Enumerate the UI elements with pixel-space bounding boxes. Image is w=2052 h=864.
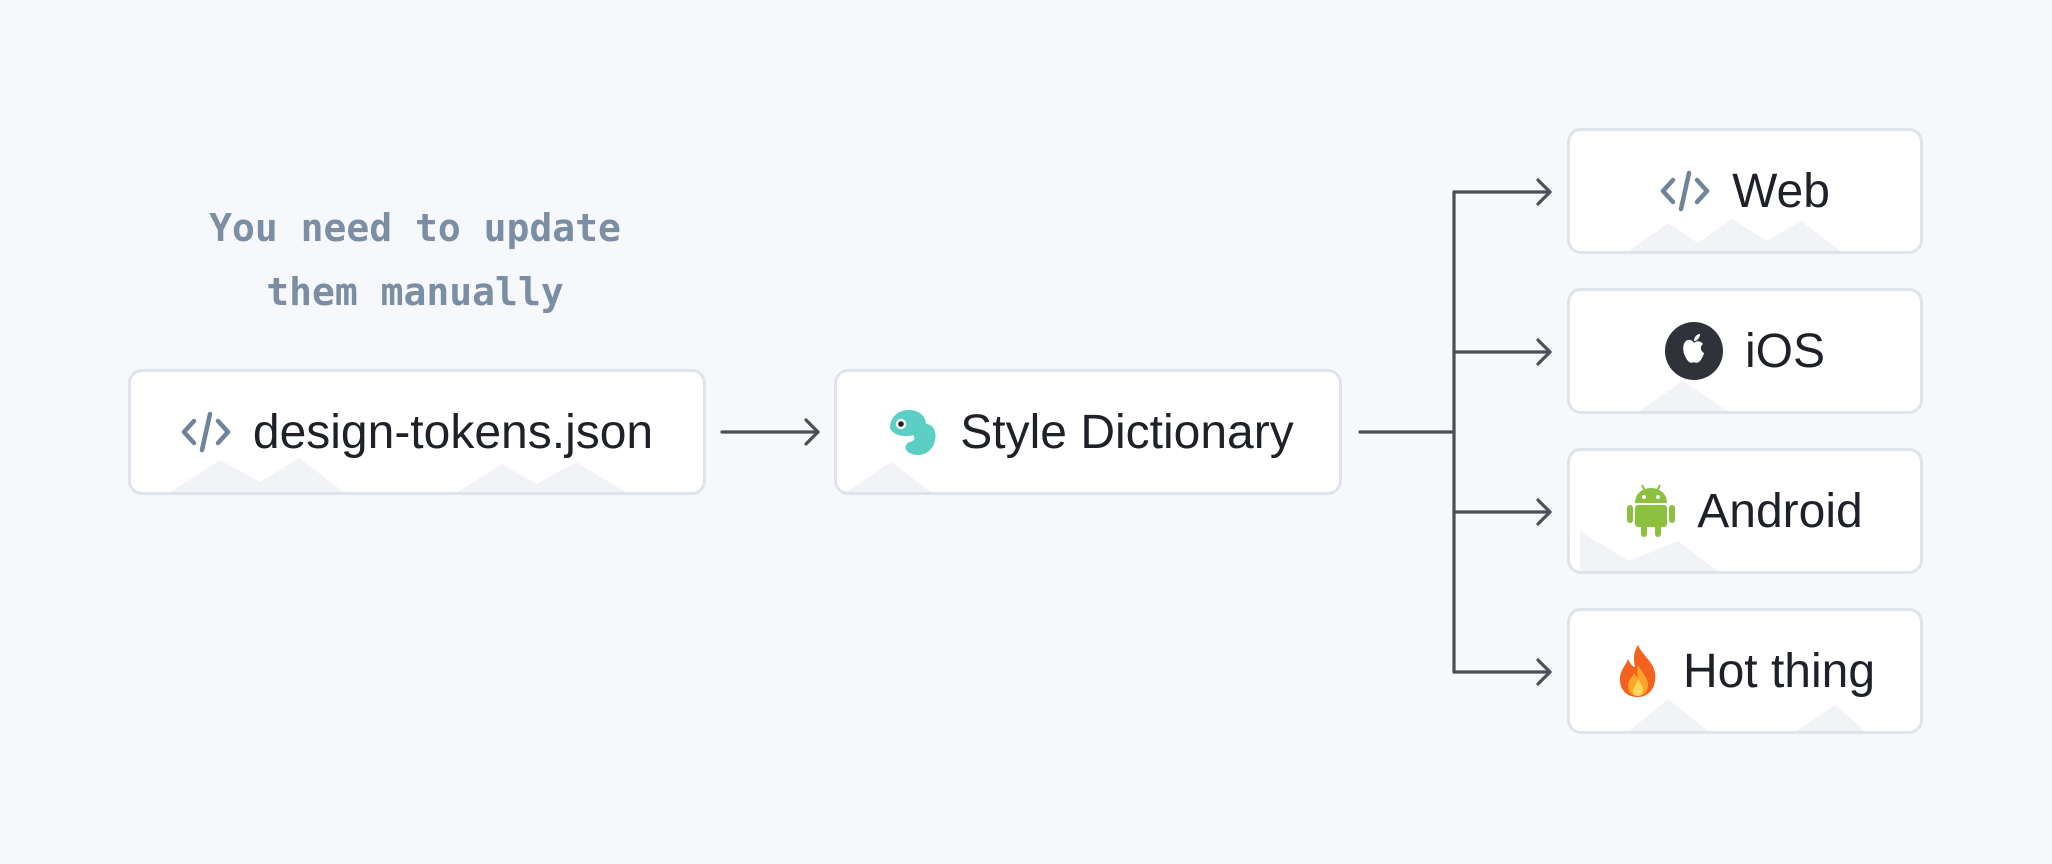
- arrow-to-ios: [1452, 338, 1552, 366]
- chameleon-icon: [882, 404, 938, 460]
- node-style-dictionary: Style Dictionary: [834, 369, 1342, 495]
- node-web: Web: [1567, 128, 1923, 254]
- android-icon: [1627, 483, 1676, 539]
- decorative-mountains: [846, 462, 931, 492]
- node-label: design-tokens.json: [252, 405, 654, 459]
- node-label: Web: [1732, 164, 1830, 218]
- fire-icon: [1615, 643, 1661, 699]
- note-line-2: them manually: [266, 270, 564, 314]
- node-label: Android: [1697, 484, 1863, 538]
- code-icon: [1660, 169, 1710, 213]
- arrow-to-hot-thing: [1452, 658, 1552, 686]
- code-icon: [181, 410, 231, 454]
- decorative-mountains: [1628, 219, 1841, 251]
- decorative-mountains: [1579, 531, 1718, 571]
- node-android: Android: [1567, 448, 1923, 574]
- node-label: iOS: [1744, 324, 1825, 378]
- node-ios: iOS: [1567, 288, 1923, 414]
- node-label: Hot thing: [1682, 644, 1876, 698]
- node-design-tokens: design-tokens.json: [128, 369, 706, 495]
- arrow-to-android: [1452, 498, 1552, 526]
- note-line-1: You need to update: [209, 206, 621, 250]
- annotation-note: You need to update them manually: [130, 196, 700, 324]
- apple-icon: [1664, 322, 1723, 380]
- decorative-mountains: [1638, 381, 1728, 411]
- node-hot-thing: Hot thing: [1567, 608, 1923, 734]
- decorative-mountains: [1628, 699, 1865, 731]
- node-label: Style Dictionary: [960, 405, 1294, 459]
- arrow-source-to-dictionary: [720, 418, 820, 446]
- decorative-mountains: [170, 458, 626, 492]
- arrow-to-web: [1452, 178, 1552, 206]
